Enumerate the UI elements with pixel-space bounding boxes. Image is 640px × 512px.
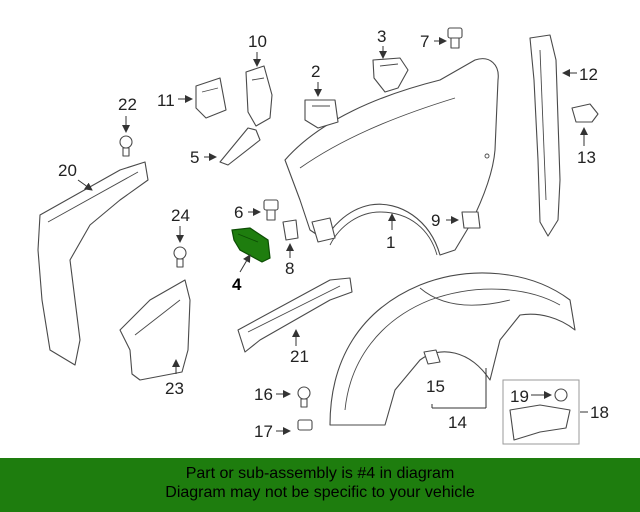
bolt-part-6[interactable] bbox=[263, 199, 279, 221]
bracket-part-2[interactable] bbox=[304, 99, 339, 129]
seal-part-12[interactable] bbox=[529, 34, 561, 237]
callout-15: 15 bbox=[426, 377, 445, 396]
callout-6: 6 bbox=[234, 203, 243, 222]
fender-part[interactable] bbox=[284, 58, 499, 256]
splash-shield-kit-part-18[interactable] bbox=[502, 379, 580, 445]
clip-part-9[interactable] bbox=[461, 211, 481, 229]
bracket-part-10[interactable] bbox=[245, 65, 273, 127]
callout-16: 16 bbox=[254, 385, 273, 404]
clip-part-22[interactable] bbox=[119, 135, 133, 157]
bracket-part-11[interactable] bbox=[195, 77, 227, 119]
parts-diagram: 1 2 3 4 5 6 7 8 bbox=[37, 27, 609, 445]
callout-7: 7 bbox=[420, 32, 429, 51]
callout-1: 1 bbox=[386, 233, 395, 252]
banner-line-1: Part or sub-assembly is #4 in diagram bbox=[185, 465, 455, 482]
callout-2: 2 bbox=[311, 62, 320, 81]
clip-part-8[interactable] bbox=[282, 219, 299, 241]
callout-10: 10 bbox=[248, 32, 267, 51]
clip-part-3[interactable] bbox=[372, 57, 409, 93]
clip-part-24[interactable] bbox=[173, 246, 187, 268]
highlighted-bracket-part-4[interactable] bbox=[231, 227, 271, 263]
callout-5: 5 bbox=[190, 148, 199, 167]
callout-21: 21 bbox=[290, 347, 309, 366]
callout-22: 22 bbox=[118, 95, 137, 114]
side-rail-part-20[interactable] bbox=[37, 161, 149, 366]
callout-8: 8 bbox=[285, 259, 294, 278]
callout-24: 24 bbox=[171, 206, 190, 225]
callout-12: 12 bbox=[579, 65, 598, 84]
highlight-banner: Part or sub-assembly is #4 in diagram Di… bbox=[0, 458, 640, 512]
wheelhouse-liner-part-14[interactable] bbox=[329, 272, 576, 426]
callout-14: 14 bbox=[448, 413, 467, 432]
callout-11: 11 bbox=[157, 91, 175, 110]
callout-18: 18 bbox=[590, 403, 609, 422]
callout-4: 4 bbox=[232, 275, 242, 294]
bolt-part-7[interactable] bbox=[447, 27, 463, 49]
banner-line-2: Diagram may not be specific to your vehi… bbox=[165, 484, 475, 501]
callout-19: 19 bbox=[510, 387, 529, 406]
callout-13: 13 bbox=[577, 148, 596, 167]
screw-part-17[interactable] bbox=[297, 419, 313, 431]
clip-part-13[interactable] bbox=[571, 103, 599, 123]
callout-3: 3 bbox=[377, 27, 386, 46]
callout-17: 17 bbox=[254, 422, 273, 441]
callout-20: 20 bbox=[58, 161, 77, 180]
clip-part-15[interactable] bbox=[423, 349, 441, 365]
rail-part-21[interactable] bbox=[237, 277, 353, 353]
callout-9: 9 bbox=[431, 211, 440, 230]
rod-part-5[interactable] bbox=[219, 127, 261, 166]
nut-part-19[interactable] bbox=[554, 388, 568, 402]
callout-23: 23 bbox=[165, 379, 184, 398]
shield-part-23[interactable] bbox=[119, 279, 191, 381]
push-pin-part-16[interactable] bbox=[297, 386, 311, 408]
